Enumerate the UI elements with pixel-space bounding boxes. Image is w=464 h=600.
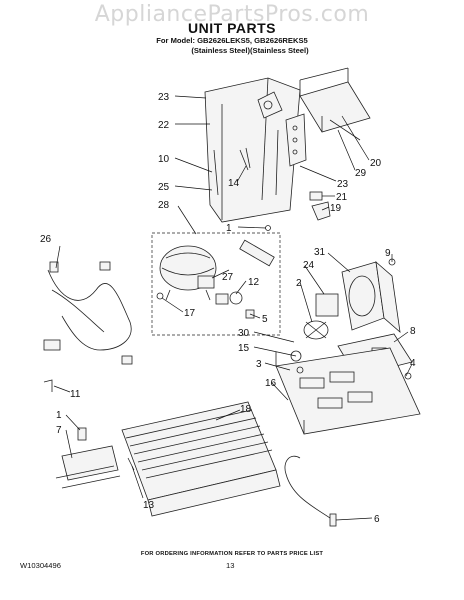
callout-27: 27	[222, 272, 234, 283]
callout-24: 24	[303, 260, 315, 271]
condenser-bracket-part	[204, 77, 307, 223]
callout-29: 29	[355, 168, 367, 179]
callout-28: 28	[158, 200, 170, 211]
condenser-coil-part	[121, 401, 281, 517]
callout-7: 7	[56, 425, 62, 436]
callout-18: 18	[240, 404, 252, 415]
small-hardware-part	[43, 379, 135, 489]
callout-3: 3	[256, 359, 262, 370]
compressor-part	[156, 225, 275, 319]
callout-30: 30	[238, 328, 250, 339]
air-channel-part	[299, 67, 371, 141]
leader-lines	[53, 95, 413, 521]
callout-31: 31	[314, 247, 326, 258]
callout-2: 2	[296, 278, 302, 289]
callout-16: 16	[265, 378, 277, 389]
callout-13: 13	[143, 500, 155, 511]
callout-14: 14	[228, 178, 240, 189]
base-pan-part	[275, 347, 421, 435]
callout-labels: 23 22 10 25 28 14 20 29 23 21 19 1 26 27…	[40, 92, 416, 525]
callout-8: 8	[410, 326, 416, 337]
callout-1b: 1	[56, 410, 62, 421]
ordering-note: FOR ORDERING INFORMATION REFER TO PARTS …	[140, 551, 324, 557]
fan-shroud-part	[303, 258, 401, 340]
callout-10: 10	[158, 154, 170, 165]
callout-1: 1	[226, 223, 232, 234]
callout-4: 4	[410, 358, 416, 369]
callout-15: 15	[238, 343, 250, 354]
callout-20: 20	[370, 158, 382, 169]
callout-26: 26	[40, 234, 52, 245]
callout-11: 11	[70, 389, 81, 400]
callout-25: 25	[158, 182, 170, 193]
callout-22: 22	[158, 120, 170, 131]
finish-line: (Stainless Steel)(Stainless Steel)	[191, 46, 309, 55]
callout-19: 19	[330, 203, 342, 214]
page-title: UNIT PARTS	[188, 20, 276, 36]
page-number: 13	[226, 561, 235, 570]
clip-part	[309, 191, 331, 221]
callout-21: 21	[336, 192, 348, 203]
callout-5: 5	[262, 314, 268, 325]
model-line: For Model: GB2626LEKS5, GB2626REKS5	[156, 36, 308, 45]
document-number: W10304496	[20, 561, 61, 570]
callout-23: 23	[158, 92, 170, 103]
drain-tube-part	[284, 455, 337, 527]
callout-12: 12	[248, 277, 260, 288]
watermark: AppliancePartsPros.com	[94, 2, 370, 27]
callout-17: 17	[184, 308, 196, 319]
callout-9: 9	[385, 248, 391, 259]
callout-23b: 23	[337, 179, 349, 190]
callout-6: 6	[374, 514, 380, 525]
wire-harness-part	[43, 261, 133, 365]
